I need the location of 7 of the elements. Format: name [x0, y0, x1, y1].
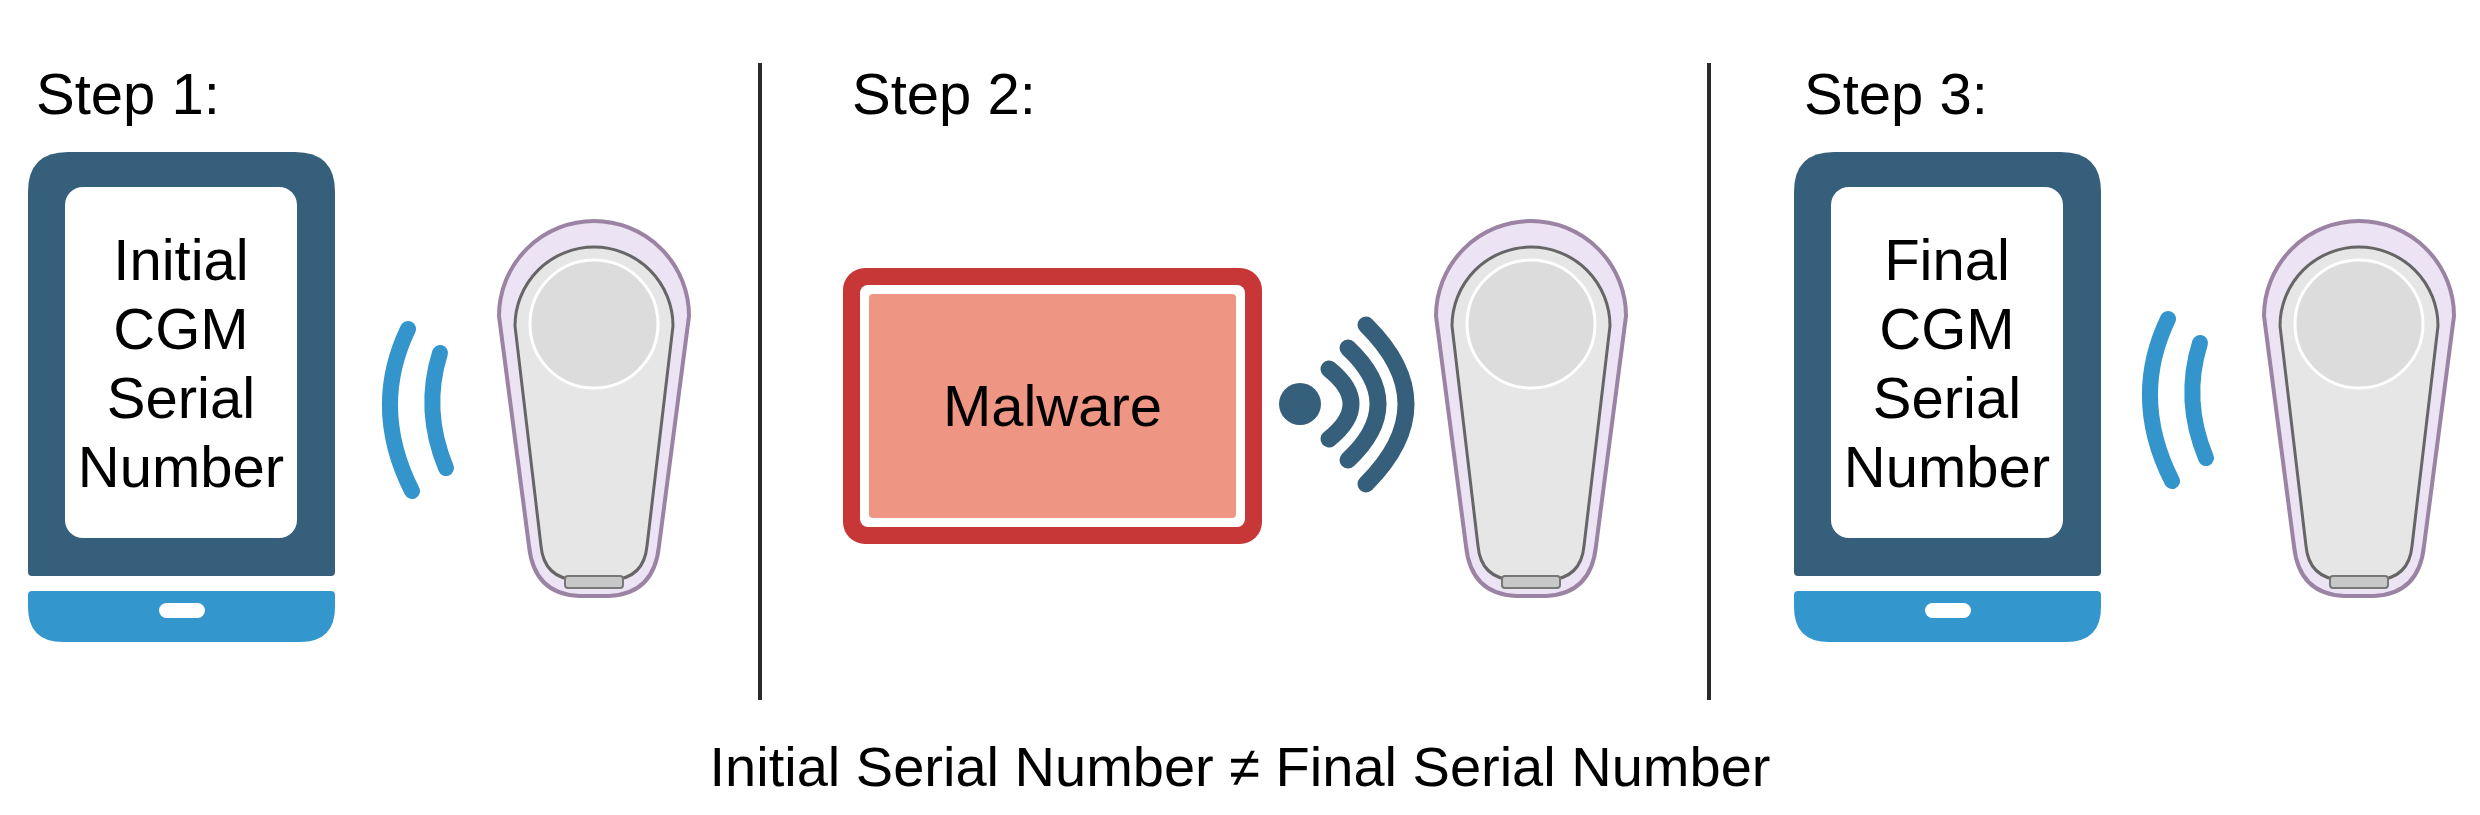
serial-number-text: Final CGM Serial Number	[1843, 225, 2051, 501]
smartphone	[28, 152, 335, 642]
smartphone	[1794, 152, 2101, 642]
malware-box	[843, 268, 1262, 544]
malware-label: Malware	[942, 377, 1163, 435]
serial-number-text: Initial CGM Serial Number	[77, 225, 285, 501]
caption: Initial Serial Number ≠ Final Serial Number	[709, 739, 1771, 795]
